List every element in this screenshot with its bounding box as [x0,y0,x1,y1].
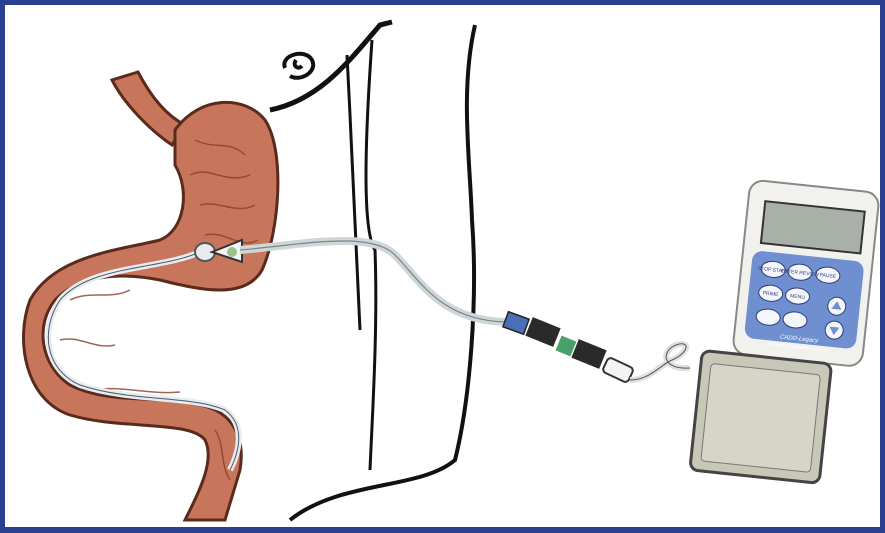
navel-mark [284,54,313,78]
body-outline-center-line [366,40,376,470]
body-outline-left-line [347,55,360,330]
body-outline-right-line [290,25,475,520]
pump-screen [761,201,865,253]
extension-tube [240,241,505,322]
tube-connector-set [503,312,634,383]
cadd-pump: STOP START ENTER REVIEW PAUSE PRIME MENU… [690,176,880,486]
body-outline-neck [270,22,392,110]
stomach [23,102,277,520]
pump-tubing [630,344,690,380]
